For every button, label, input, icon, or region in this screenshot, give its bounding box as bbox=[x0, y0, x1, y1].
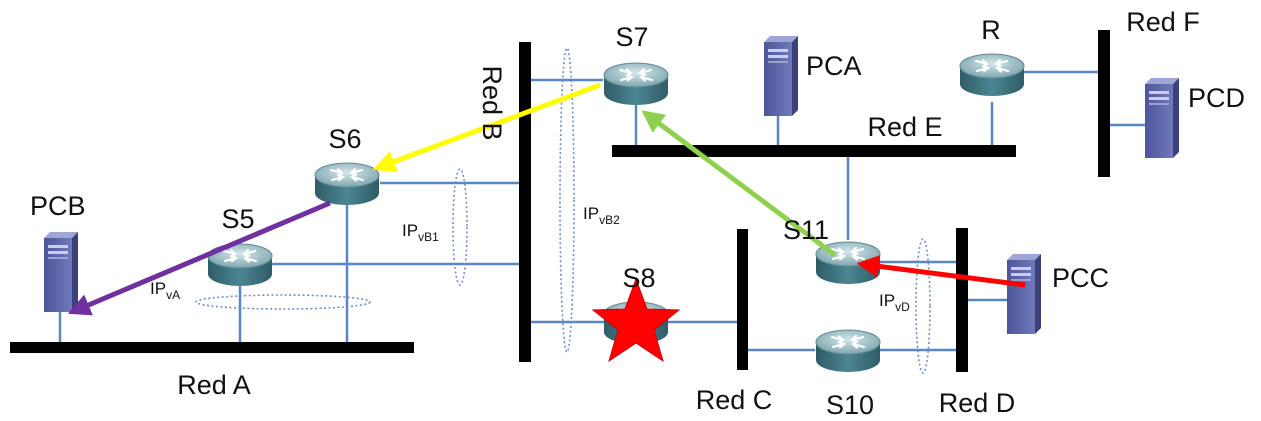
network-label-red-e: Red E bbox=[867, 112, 942, 142]
router-label-s8: S8 bbox=[622, 263, 655, 293]
red-f-bar bbox=[1098, 30, 1110, 177]
router-label-s6: S6 bbox=[328, 124, 361, 154]
arrow-s7-to-s6 bbox=[372, 82, 601, 173]
arrow-s11-to-s7 bbox=[641, 110, 837, 258]
host-pcc-icon[interactable] bbox=[1007, 254, 1041, 334]
network-label-red-b: Red B bbox=[477, 65, 507, 140]
router-s7-icon[interactable] bbox=[602, 61, 670, 107]
router-r-icon[interactable] bbox=[958, 52, 1026, 98]
host-label-pcd: PCD bbox=[1188, 83, 1245, 113]
router-s10-icon[interactable] bbox=[814, 328, 882, 374]
vip-label-vb1: IPvB1 bbox=[402, 221, 439, 244]
vip-label-vb2: IPvB2 bbox=[583, 204, 620, 227]
router-s6-icon[interactable] bbox=[313, 161, 381, 207]
red-b-bar bbox=[519, 42, 531, 362]
router-label-s11: S11 bbox=[783, 215, 829, 245]
network-label-red-c: Red C bbox=[696, 385, 773, 415]
network-label-red-f: Red F bbox=[1126, 7, 1200, 37]
network-label-red-a: Red A bbox=[177, 370, 251, 400]
red-a-bar bbox=[10, 342, 414, 353]
traffic-arrows bbox=[67, 82, 1026, 316]
vip-label-va: IPvA bbox=[150, 279, 180, 302]
red-d-bar bbox=[956, 228, 968, 372]
router-label-s7: S7 bbox=[615, 22, 648, 52]
arrow-pcc-to-s11 bbox=[856, 255, 1026, 288]
vip-label-vd: IPvD bbox=[879, 291, 910, 314]
host-label-pcc: PCC bbox=[1052, 263, 1109, 293]
host-label-pcb: PCB bbox=[30, 191, 86, 221]
arrow-s6-to-pcb bbox=[67, 200, 331, 316]
links bbox=[58, 70, 1145, 352]
vip-ellipse-vd bbox=[915, 238, 931, 374]
vip-ellipse-va bbox=[195, 294, 371, 310]
lan-segments bbox=[10, 30, 1110, 372]
red-c-bar bbox=[737, 229, 748, 370]
network-label-red-d: Red D bbox=[939, 388, 1016, 418]
virtual-ip-groups bbox=[195, 47, 931, 374]
host-label-pca: PCA bbox=[806, 51, 862, 81]
host-pcd-icon[interactable] bbox=[1145, 78, 1179, 158]
failure-star-icon bbox=[591, 277, 681, 363]
router-label-r: R bbox=[981, 15, 1001, 45]
vip-ellipse-vb2 bbox=[559, 47, 575, 353]
router-label-s5: S5 bbox=[221, 204, 254, 234]
red-e-bar bbox=[612, 145, 1016, 157]
router-label-s10: S10 bbox=[826, 390, 874, 420]
host-pca-icon[interactable] bbox=[764, 36, 798, 116]
host-pcb-icon[interactable] bbox=[44, 232, 78, 312]
vip-ellipse-vb1 bbox=[452, 168, 468, 286]
